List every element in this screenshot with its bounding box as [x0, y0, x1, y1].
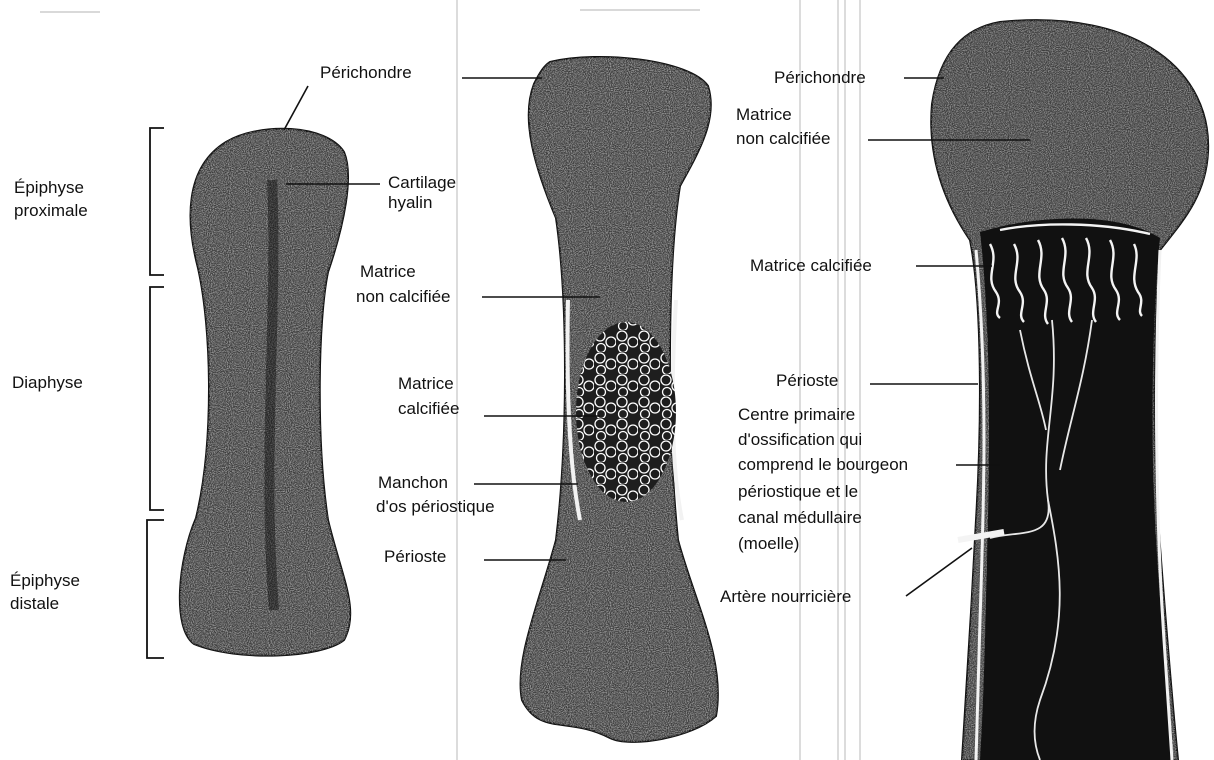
label-matrice-nc-line1: Matrice: [360, 262, 416, 281]
label-centre-line5: canal médullaire: [738, 508, 862, 527]
label-matrice-nc-line2: non calcifiée: [356, 287, 451, 306]
label-epiphyse-distale-line2: distale: [10, 594, 59, 613]
label-centre-line2: d'ossification qui: [738, 430, 862, 449]
left-bone-core: [269, 180, 274, 610]
label-manchon-line2: d'os périostique: [376, 497, 495, 516]
left-bone: [180, 129, 350, 656]
bracket-epiphyse-proximale: [150, 128, 164, 275]
label-epiphyse-proximale-line2: proximale: [14, 201, 88, 220]
label-perichondre-left: Périchondre: [320, 63, 412, 82]
left-bone-texture: [180, 129, 350, 656]
label-matrice-c-line2: calcifiée: [398, 399, 459, 418]
left-brackets: [147, 128, 164, 658]
label-matrice-c-right: Matrice calcifiée: [750, 256, 872, 275]
label-matrice-nc-right-line2: non calcifiée: [736, 129, 831, 148]
label-perioste-right: Périoste: [776, 371, 838, 390]
label-centre-line1: Centre primaire: [738, 405, 855, 424]
right-bone: [931, 20, 1208, 760]
label-centre-line3: comprend le bourgeon: [738, 455, 908, 474]
middle-bone: [521, 57, 718, 742]
bracket-diaphyse: [150, 287, 164, 510]
label-centre-line4: périostique et le: [738, 482, 858, 501]
label-matrice-c-line1: Matrice: [398, 374, 454, 393]
label-manchon-line1: Manchon: [378, 473, 448, 492]
label-cartilage-line2: hyalin: [388, 193, 432, 212]
middle-calcified-matrix: [576, 322, 676, 502]
label-artere: Artère nourricière: [720, 587, 851, 606]
label-epiphyse-distale-line1: Épiphyse: [10, 571, 80, 590]
leader-artere: [906, 548, 972, 596]
leader-perichondre-left: [284, 86, 308, 130]
label-diaphyse: Diaphyse: [12, 373, 83, 392]
label-cartilage-line1: Cartilage: [388, 173, 456, 192]
right-medullary-cavity: [980, 218, 1172, 760]
label-perichondre-right: Périchondre: [774, 68, 866, 87]
bracket-epiphyse-distale: [147, 520, 164, 658]
label-epiphyse-proximale-line1: Épiphyse: [14, 178, 84, 197]
label-perioste-middle: Périoste: [384, 547, 446, 566]
label-matrice-nc-right-line1: Matrice: [736, 105, 792, 124]
label-centre-line6: (moelle): [738, 534, 799, 553]
